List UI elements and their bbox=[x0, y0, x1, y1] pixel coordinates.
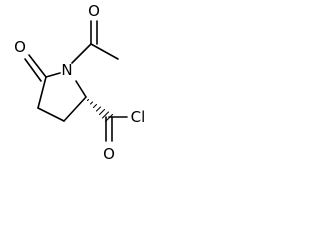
atom-o-ring: O bbox=[14, 38, 26, 56]
atom-o-carbonyl: O bbox=[103, 145, 115, 163]
bond-c2-c3 bbox=[63, 96, 87, 122]
bond-c4-c5 bbox=[37, 76, 47, 109]
bond-c5-o-a bbox=[28, 54, 47, 78]
atom-n: N bbox=[61, 61, 72, 79]
bond-n-cacyl bbox=[71, 43, 92, 64]
bond-c3-c4 bbox=[37, 107, 65, 122]
bond-c5-o-b bbox=[24, 58, 42, 82]
bond-cacyl-ch3 bbox=[90, 43, 119, 60]
atom-o-acetyl: O bbox=[88, 2, 100, 20]
atom-cl: Cl bbox=[131, 108, 146, 126]
bond-n-c2 bbox=[75, 80, 87, 98]
bond-c5-n bbox=[45, 72, 61, 78]
structure-svg: O N O Cl O bbox=[14, 2, 146, 163]
stereo-hashed-wedge bbox=[86, 98, 114, 123]
molecule-diagram: O N O Cl O bbox=[0, 0, 148, 184]
